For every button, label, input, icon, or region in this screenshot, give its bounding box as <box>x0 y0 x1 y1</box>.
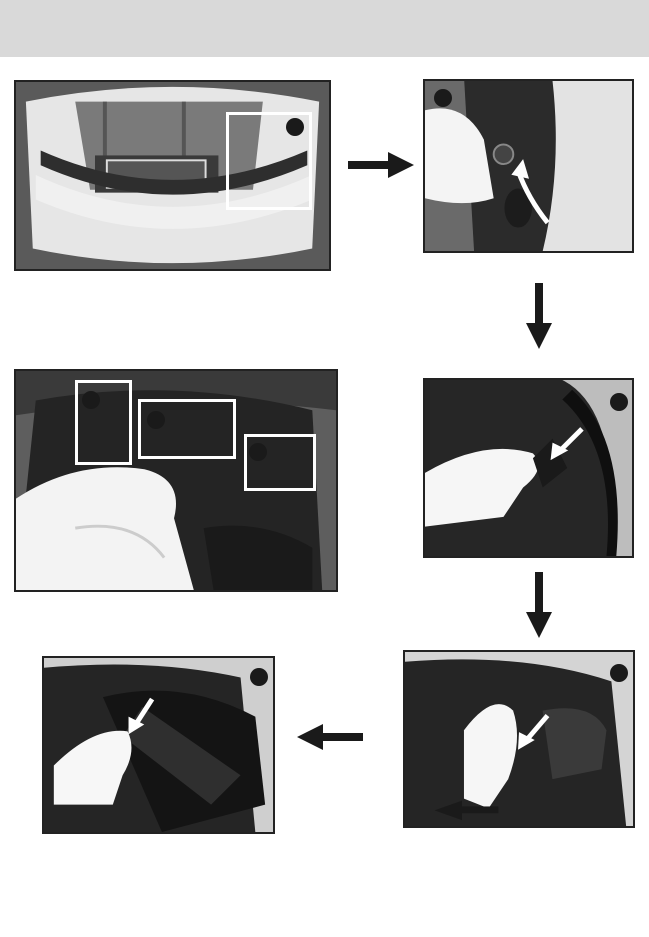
step-4-photo <box>403 650 635 828</box>
arrow-down-icon <box>524 283 554 349</box>
step-5-photo <box>42 656 275 834</box>
step-marker <box>434 89 452 107</box>
step-2-photo <box>423 79 634 253</box>
step-marker <box>147 411 165 429</box>
arrow-right-icon <box>348 150 414 180</box>
step-3-photo <box>423 378 634 558</box>
step-marker <box>286 118 304 136</box>
step-marker <box>82 391 100 409</box>
highlight-box <box>138 399 236 459</box>
step-6-photo <box>14 369 338 592</box>
step-1-photo <box>14 80 331 271</box>
step-marker <box>610 393 628 411</box>
step-marker <box>610 664 628 682</box>
arrow-down-icon <box>524 572 554 638</box>
header-band <box>0 0 649 57</box>
step-marker <box>249 443 267 461</box>
arrow-left-icon <box>297 722 363 752</box>
step-marker <box>250 668 268 686</box>
